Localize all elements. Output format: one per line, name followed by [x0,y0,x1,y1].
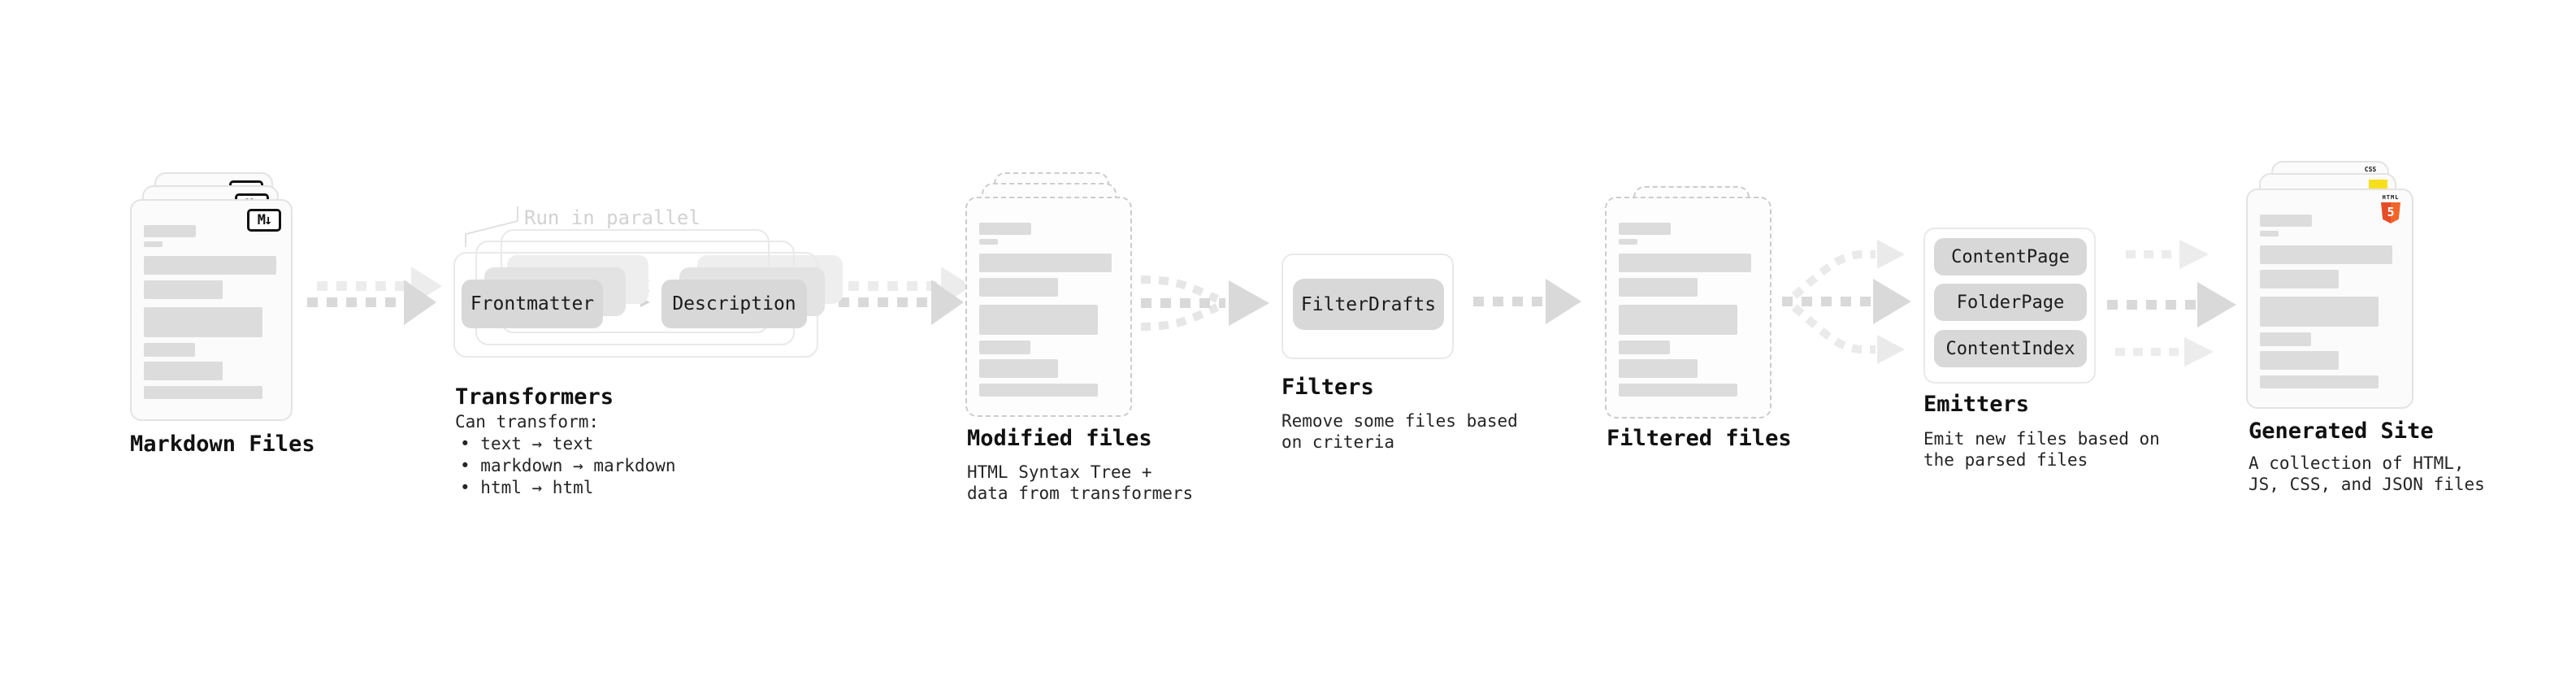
contentpage-node: ContentPage [1934,238,2087,275]
transformers-caption-heading: Can transform: [455,412,600,432]
text-placeholder-bar [1619,223,1671,235]
text-placeholder-bar [2260,332,2311,346]
text-placeholder-bar [144,307,262,337]
html5-icon: HTML 5 [2380,194,2401,223]
modified-files-title: Modified files [967,426,1152,451]
html5-shield: 5 [2381,202,2400,223]
text-placeholder-bar [2260,375,2379,388]
text-placeholder-bar [979,223,1031,235]
markdown-file-card-front: M↓ [130,199,293,421]
emitters-caption: Emit new files based on the parsed files [1923,429,2160,470]
text-placeholder-bar [1619,254,1751,272]
text-placeholder-bar [2260,245,2392,264]
modified-files-stack [964,172,1136,424]
filters-caption: Remove some files based on criteria [1281,411,1518,452]
generated-site-caption: A collection of HTML, JS, CSS, and JSON … [2249,453,2485,494]
text-placeholder-bar [979,340,1030,354]
text-placeholder-bar [979,305,1098,335]
arrow-markdown-to-transformers [307,267,442,325]
bullet-item: html → html [460,477,676,499]
file-content-placeholder [1619,198,1758,417]
filtered-files-stack [1603,186,1776,430]
text-placeholder-bar [144,280,223,299]
text-placeholder-bar [1619,239,1637,245]
bullet-item: markdown → markdown [460,455,675,477]
text-placeholder-bar [979,278,1058,297]
html-file-card-front: HTML 5 [2246,189,2413,409]
arrow-filters-to-filtered [1473,279,1581,324]
description-node: Description [661,280,807,328]
text-placeholder-bar [144,225,196,237]
markdown-files-title: Markdown Files [130,432,315,457]
javascript-icon [2369,180,2387,189]
text-placeholder-bar [144,343,195,357]
filters-title: Filters [1281,375,1374,400]
frontmatter-node: Frontmatter [462,280,603,328]
text-placeholder-bar [144,241,163,247]
text-placeholder-bar [979,359,1058,378]
file-content-placeholder [979,198,1118,415]
text-placeholder-bar [144,386,262,399]
text-placeholder-bar [2260,270,2339,288]
filtered-files-title: Filtered files [1607,426,1792,451]
arrow-modified-to-filters [1140,275,1269,331]
bullet-item: text → text [460,433,676,455]
text-placeholder-bar [1619,340,1670,354]
file-content-placeholder [144,201,279,419]
run-in-parallel-annotation: Run in parallel [524,206,700,229]
filters-box [1281,254,1454,359]
text-placeholder-bar [144,256,276,275]
folderpage-node: FolderPage [1934,284,2087,321]
text-placeholder-bar [2260,297,2379,327]
text-placeholder-bar [1619,278,1698,297]
text-placeholder-bar [979,254,1112,272]
contentindex-node: ContentIndex [1934,330,2087,367]
text-placeholder-bar [979,384,1098,397]
text-placeholder-bar [2260,215,2312,227]
arrow-filtered-to-emitters [1782,240,1911,364]
modified-file-card-front [965,197,1132,417]
emitters-box [1923,228,2096,384]
arrow-transformers-to-modified [839,267,972,325]
generated-site-title: Generated Site [2249,419,2434,444]
markdown-files-stack: M↓ M↓ M↓ [128,172,301,424]
text-placeholder-bar [144,362,223,380]
file-content-placeholder [2260,190,2400,407]
text-placeholder-bar [2260,231,2279,236]
transformers-bullet-list: text → text markdown → markdown html → h… [460,433,676,499]
text-placeholder-bar [979,239,998,245]
filtered-file-card-front [1605,197,1772,419]
text-placeholder-bar [1619,359,1698,378]
annotation-leader-line [465,206,518,247]
transformers-title: Transformers [455,384,614,410]
modified-files-caption: HTML Syntax Tree + data from transformer… [967,462,1194,503]
text-placeholder-bar [1619,305,1737,335]
text-placeholder-bar [1619,384,1737,397]
filterdrafts-node: FilterDrafts [1293,279,1444,330]
generated-site-stack: CSS HTML 5 [2244,161,2417,413]
emitters-title: Emitters [1923,392,2030,417]
arrow-emitters-to-generated [2107,240,2236,367]
text-placeholder-bar [2260,351,2339,370]
markdown-icon: M↓ [247,209,281,232]
